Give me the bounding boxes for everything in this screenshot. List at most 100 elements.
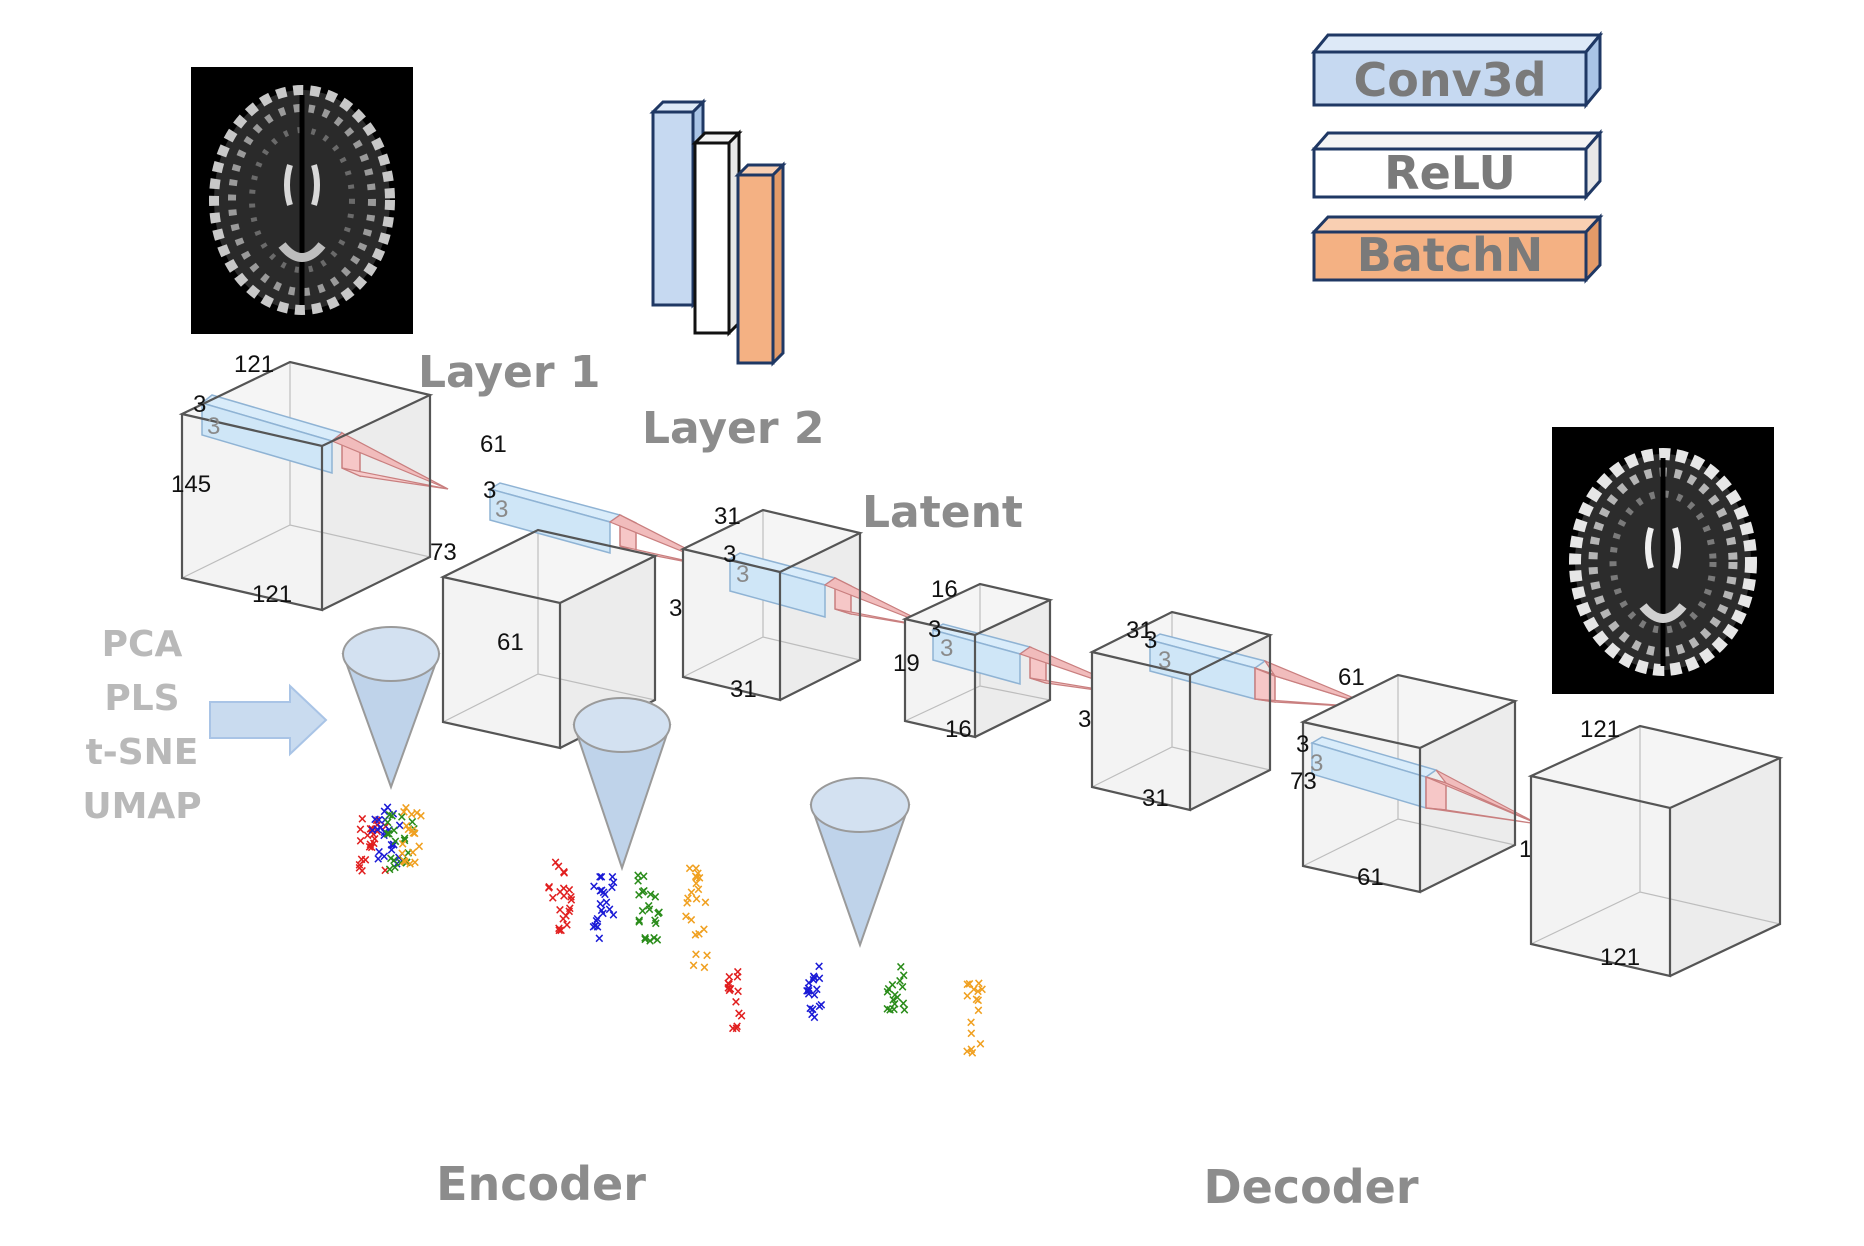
scatter-point: × [888, 993, 899, 1008]
scatter-point: × [558, 865, 569, 880]
scatter-point: × [407, 845, 418, 860]
decoder1-volume-left-dim: 3 [1144, 627, 1157, 654]
projection-cone-2 [572, 697, 672, 872]
scatter-point: × [633, 868, 644, 883]
scatter-point: × [380, 863, 391, 878]
scatter-point: × [650, 917, 661, 932]
scatter-point: × [365, 837, 376, 852]
scatter-point: × [601, 896, 612, 911]
scatter-point: × [724, 984, 735, 999]
scatter-point: × [691, 877, 702, 892]
scatter-point: × [414, 839, 425, 854]
scatter-point: × [399, 832, 410, 847]
scatter-point: × [973, 993, 984, 1008]
scatter-point: × [724, 970, 735, 985]
scatter-point: × [966, 1016, 977, 1031]
scatter-group-3-blue: ×××××××××××××××××× [802, 959, 827, 1025]
scatter-point: × [398, 854, 409, 869]
scatter-point: × [691, 870, 702, 885]
scatter-point: × [379, 825, 390, 840]
scatter-point: × [388, 837, 399, 852]
scatter-group-1-orange: ×××××××××××××××××× [397, 801, 427, 872]
scatter-point: × [374, 845, 385, 860]
scatter-point: × [973, 984, 984, 999]
legend-conv3d: Conv3d [1310, 30, 1604, 110]
embedding-scatter-plots: ××××××××××××××××××××××××××××××××××××××××… [354, 800, 988, 1061]
scatter-point: × [807, 1002, 818, 1017]
scatter-point: × [807, 1007, 818, 1022]
scatter-point: × [733, 985, 744, 1000]
scatter-point: × [607, 870, 618, 885]
input-volume: 121 3 3 145 73 121 [171, 351, 457, 612]
scatter-point: × [730, 995, 741, 1010]
scatter-point: × [412, 806, 423, 821]
scatter-point: × [700, 895, 711, 910]
latent-volume-inner-dim: 3 [940, 635, 953, 662]
scatter-group-3-orange: ×××××××××××××××× [962, 977, 988, 1061]
scatter-point: × [645, 934, 656, 949]
decoder2-volume-depth-dim: 73 [1290, 768, 1317, 795]
layer2-volume-left-dim: 3 [723, 541, 736, 568]
scatter-point: × [606, 881, 617, 896]
scatter-point: × [898, 969, 909, 984]
scatter-point: × [543, 881, 554, 896]
scatter-point: × [547, 891, 558, 906]
scatter-point: × [386, 843, 397, 858]
output-volume-top-dim: 121 [1580, 716, 1620, 743]
scatter-point: × [399, 805, 410, 820]
legend-relu-label: ReLU [1384, 146, 1516, 200]
scatter-point: × [370, 812, 381, 827]
scatter-point: × [727, 1022, 738, 1037]
method-pls: PLS [104, 678, 179, 719]
layer2-volume-top-dim: 31 [714, 503, 741, 530]
scatter-point: × [882, 1002, 893, 1017]
decoder2-volume-inner-dim: 3 [1310, 750, 1323, 777]
input-volume-bottom-dim: 121 [252, 581, 292, 608]
scatter-point: × [725, 982, 736, 997]
scatter-point: × [589, 879, 600, 894]
layer-stack-icon [649, 98, 787, 367]
scatter-point: × [355, 834, 366, 849]
legend-relu: ReLU [1310, 129, 1604, 201]
scatter-point: × [566, 890, 577, 905]
scatter-point: × [684, 861, 695, 876]
scatter-point: × [694, 871, 705, 886]
scatter-point: × [966, 1042, 977, 1057]
layer1-label: Layer 1 [418, 347, 601, 398]
scatter-point: × [975, 1037, 986, 1052]
output-brain-image [1552, 427, 1774, 694]
scatter-point: × [566, 893, 577, 908]
scatter-point: × [554, 922, 565, 937]
scatter-point: × [692, 866, 703, 881]
scatter-point: × [561, 909, 572, 924]
scatter-point: × [639, 884, 650, 899]
scatter-point: × [890, 988, 901, 1003]
scatter-point: × [682, 896, 693, 911]
method-tsne: t-SNE [86, 732, 199, 773]
scatter-point: × [634, 914, 645, 929]
scatter-point: × [643, 899, 654, 914]
scatter-point: × [367, 822, 378, 837]
scatter-point: × [814, 999, 825, 1014]
scatter-point: × [373, 852, 384, 867]
scatter-point: × [369, 832, 380, 847]
scatter-point: × [591, 914, 602, 929]
scatter-point: × [360, 853, 371, 868]
scatter-point: × [653, 907, 664, 922]
scatter-group-2-green: ×××××××××××××××××××××× [633, 868, 665, 949]
scatter-point: × [698, 922, 709, 937]
method-umap: UMAP [82, 786, 201, 827]
layer1-volume-inner-dim: 3 [495, 496, 508, 523]
scatter-point: × [596, 870, 607, 885]
scatter-point: × [691, 892, 702, 907]
scatter-point: × [393, 851, 404, 866]
scatter-point: × [365, 822, 376, 837]
layer1-volume-bottom-dim: 61 [497, 629, 524, 656]
output-volume-bottom-dim: 121 [1600, 944, 1640, 971]
scatter-point: × [962, 989, 973, 1004]
scatter-point: × [637, 885, 648, 900]
scatter-point: × [604, 902, 615, 917]
scatter-point: × [388, 838, 399, 853]
scatter-point: × [599, 888, 610, 903]
